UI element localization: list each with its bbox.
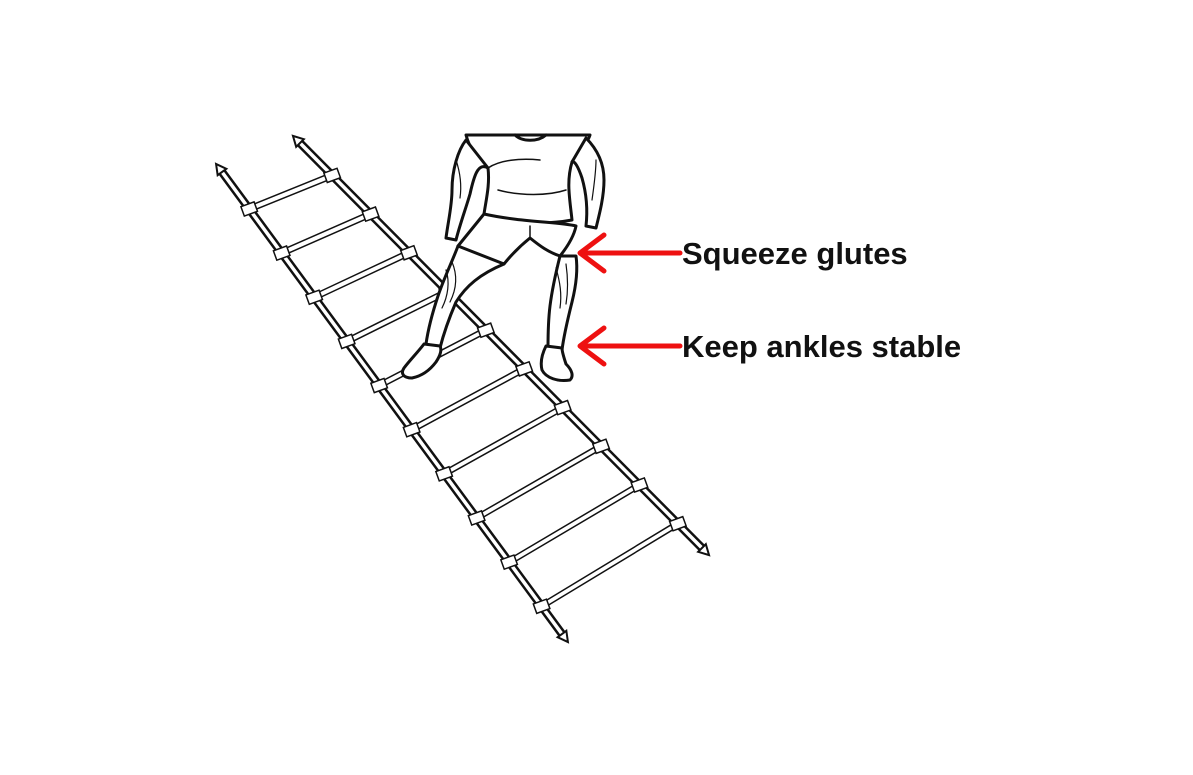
ladder-rung [499,476,649,571]
ladder-rung [304,244,419,306]
athlete-figure [400,133,606,382]
athlete-right-arm [570,136,606,230]
ladder-rung [532,515,688,615]
ladder-rung [402,360,534,438]
ladder-rung [467,438,611,527]
ladder-rung [272,206,380,262]
athlete-right-leg [546,254,579,352]
athlete-left-arm [444,138,490,242]
athlete-left-shoe [400,342,443,380]
athlete-right-shoe [539,344,574,382]
agility-ladder [214,134,711,644]
arrow-to-glutes [577,232,683,274]
athlete-torso [464,133,592,225]
annotation-arrows [577,232,683,367]
arrow-to-ankles [577,325,683,367]
annotation-keep-ankles-stable: Keep ankles stable [682,329,962,364]
ladder-rung [337,283,457,350]
ladder-rung [239,167,342,218]
ladder-rung [434,399,572,482]
annotation-squeeze-glutes: Squeeze glutes [682,236,908,271]
